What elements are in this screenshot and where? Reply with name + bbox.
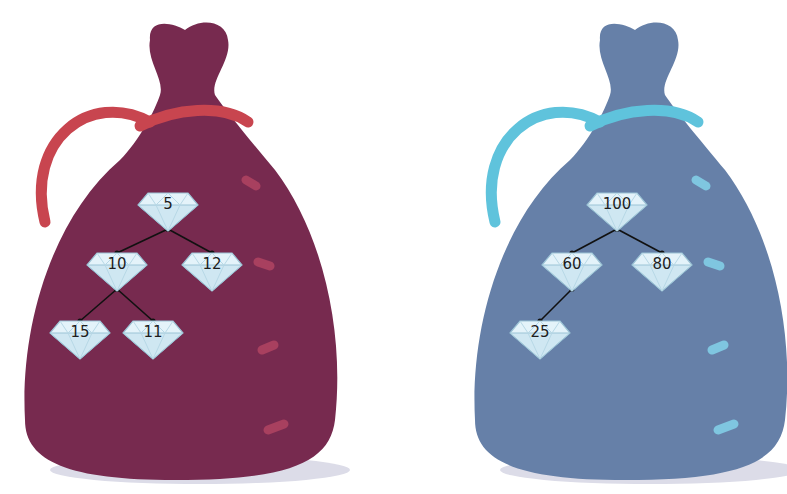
tree-link [569, 226, 619, 255]
gem-value: 5 [136, 195, 200, 213]
gem-value: 11 [121, 323, 185, 341]
blue-bag [474, 23, 787, 484]
gem-value: 15 [48, 323, 112, 341]
tree-link [77, 286, 119, 323]
tree-link [114, 226, 170, 255]
bag-body [474, 23, 787, 480]
bag-body [24, 23, 337, 480]
red-bag [24, 23, 350, 484]
bag-tie [590, 110, 698, 126]
bag-strap [41, 112, 150, 222]
gem-node: 11 [121, 319, 185, 361]
gem-value: 100 [585, 195, 649, 213]
gem-node: 60 [540, 251, 604, 293]
bag-strap [491, 112, 600, 222]
gem-value: 25 [508, 323, 572, 341]
gem-node: 100 [585, 191, 649, 233]
gem-value: 60 [540, 255, 604, 273]
gem-node: 15 [48, 319, 112, 361]
bag-stripes [246, 180, 284, 430]
tree-link [614, 226, 664, 255]
gem-node: 10 [85, 251, 149, 293]
gem-node: 5 [136, 191, 200, 233]
bag-stripes [696, 180, 734, 430]
gem-node: 25 [508, 319, 572, 361]
gem-value: 12 [180, 255, 244, 273]
tree-link [537, 286, 574, 323]
gem-node: 12 [180, 251, 244, 293]
gem-value: 10 [85, 255, 149, 273]
bag-tie [140, 110, 248, 126]
gem-node: 80 [630, 251, 694, 293]
tree-link [165, 226, 214, 255]
tree-link [114, 286, 155, 323]
gem-value: 80 [630, 255, 694, 273]
